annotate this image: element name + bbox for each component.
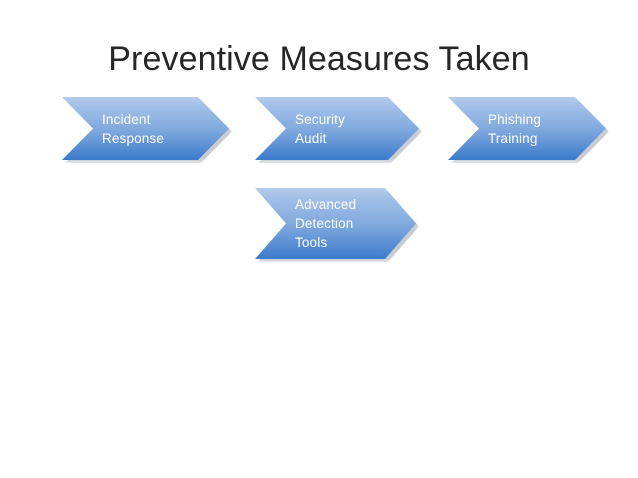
chevron-label-advanced-detection-tools: Advanced Detection Tools [295,197,357,250]
chevron-advanced-detection-tools[interactable]: Advanced Detection Tools [255,188,416,259]
chevron-incident-response[interactable]: Incident Response [62,97,229,160]
chevron-security-audit[interactable]: Security Audit [255,97,419,160]
chevron-label-phishing-training: Phishing Training [488,111,541,146]
chevron-phishing-training[interactable]: Phishing Training [448,97,606,160]
chevron-label-security-audit: Security Audit [295,111,345,146]
page-title: Preventive Measures Taken [108,40,530,78]
chevron-label-incident-response: Incident Response [102,111,164,146]
